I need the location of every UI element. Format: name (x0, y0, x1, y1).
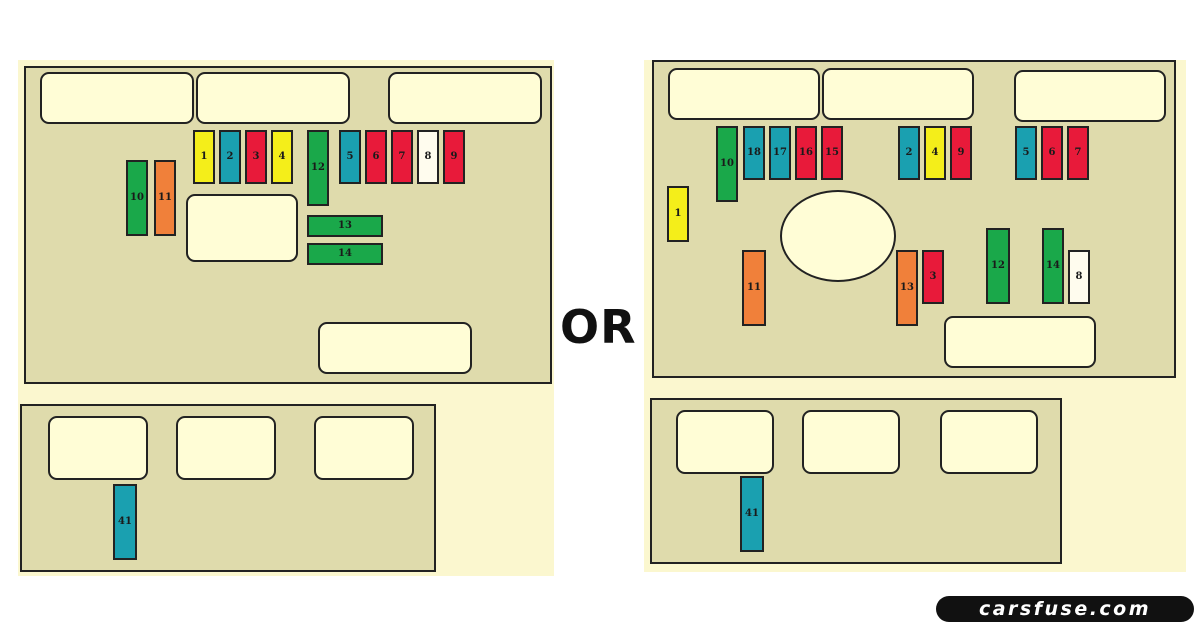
fuse-b-13: 13 (896, 250, 918, 326)
relay-slot (48, 416, 148, 480)
fuse-a-5: 5 (339, 130, 361, 184)
relay-slot (314, 416, 414, 480)
fuse-a-6: 6 (365, 130, 387, 184)
relay-slot (388, 72, 542, 124)
fuse-b-12: 12 (986, 228, 1010, 304)
fuse-a-10: 10 (126, 160, 148, 236)
fuse-b-41: 41 (740, 476, 764, 552)
relay-slot (676, 410, 774, 474)
fuse-a-3: 3 (245, 130, 267, 184)
fuse-a-11: 11 (154, 160, 176, 236)
fuse-a-1: 1 (193, 130, 215, 184)
round-connector-socket (780, 190, 896, 282)
fuse-a-9: 9 (443, 130, 465, 184)
fuse-b-14: 14 (1042, 228, 1064, 304)
fuse-b-18: 18 (743, 126, 765, 180)
relay-slot (196, 72, 350, 124)
relay-slot (318, 322, 472, 374)
fuse-a-7: 7 (391, 130, 413, 184)
fuse-b-3: 3 (922, 250, 944, 304)
fuse-b-10: 10 (716, 126, 738, 202)
carsfuse-watermark-logo: carsfuse.com (936, 596, 1194, 622)
relay-slot (176, 416, 276, 480)
relay-slot (822, 68, 974, 120)
relay-slot (940, 410, 1038, 474)
fuse-b-5: 5 (1015, 126, 1037, 180)
relay-slot (40, 72, 194, 124)
relay-slot (802, 410, 900, 474)
fuse-b-17: 17 (769, 126, 791, 180)
fuse-b-8: 8 (1068, 250, 1090, 304)
fuse-b-9: 9 (950, 126, 972, 180)
fuse-b-11: 11 (742, 250, 766, 326)
fuse-a-4: 4 (271, 130, 293, 184)
fuse-b-1: 1 (667, 186, 689, 242)
relay-slot (668, 68, 820, 120)
relay-slot (186, 194, 298, 262)
fuse-b-15: 15 (821, 126, 843, 180)
fuse-b-7: 7 (1067, 126, 1089, 180)
fuse-a-14: 14 (307, 243, 383, 265)
fuse-a-41: 41 (113, 484, 137, 560)
fuse-a-12: 12 (307, 130, 329, 206)
fuse-a-8: 8 (417, 130, 439, 184)
relay-slot (944, 316, 1096, 368)
fuse-a-2: 2 (219, 130, 241, 184)
fuse-a-13: 13 (307, 215, 383, 237)
fuse-b-6: 6 (1041, 126, 1063, 180)
relay-slot (1014, 70, 1166, 122)
or-separator: OR (560, 300, 637, 354)
fuse-b-4: 4 (924, 126, 946, 180)
fuse-b-2: 2 (898, 126, 920, 180)
fuse-b-16: 16 (795, 126, 817, 180)
